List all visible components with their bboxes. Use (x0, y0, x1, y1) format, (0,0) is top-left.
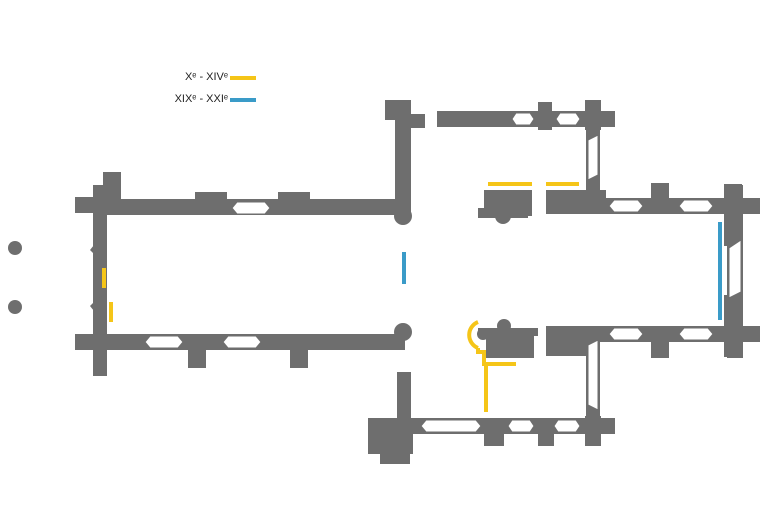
window-north-aisle-2 (555, 112, 581, 126)
choir-south-buttress (651, 340, 669, 358)
choir-north-block (546, 190, 606, 214)
window-east (728, 239, 742, 299)
window-choir-north-2 (678, 199, 714, 213)
crossing-pier-nw (394, 207, 412, 225)
plan-walls (8, 100, 760, 464)
south-buttress-1 (484, 420, 504, 446)
window-choir-north-1 (608, 199, 644, 213)
south-chapel-sill (478, 328, 538, 336)
mark-south-crossing-step (476, 348, 516, 366)
window-nave-south-2 (222, 335, 262, 349)
west-post-lower (8, 300, 22, 314)
period-19th-21st-marks (402, 222, 722, 320)
north-chapel-sill (478, 208, 528, 218)
period-10th-14th-marks (102, 182, 579, 412)
legend: Xᵉ - XIVᵉ XIXᵉ - XXIᵉ (160, 68, 270, 112)
legend-label: XIXᵉ - XXIᵉ (174, 93, 228, 105)
window-north-aisle-1 (511, 112, 535, 126)
crossing-pier-sw (394, 323, 412, 341)
legend-label: Xᵉ - XIVᵉ (184, 71, 228, 83)
west-pier-upper (90, 235, 107, 262)
south-buttress-2 (538, 420, 554, 446)
window-south-aisle-east (587, 339, 599, 411)
north-transept-north-wall (405, 114, 425, 128)
east-buttress-ne (724, 184, 742, 246)
window-north-aisle-east (587, 134, 599, 181)
west-wall (93, 185, 107, 375)
west-tower-south (93, 340, 107, 376)
south-transept-foot (380, 438, 410, 464)
north-transept-west-wall (395, 100, 411, 215)
window-south-aisle-2 (507, 419, 535, 433)
west-post-upper (8, 241, 22, 255)
window-nave-north-1 (231, 201, 271, 215)
window-south-aisle-3 (553, 419, 581, 433)
choir-north-buttress (651, 183, 669, 201)
legend-swatch-blue (230, 98, 256, 102)
west-buttress-nw (75, 197, 107, 213)
mark-south-crossing-arc (467, 320, 479, 350)
window-choir-south-1 (608, 327, 644, 341)
north-buttress-2 (585, 100, 601, 130)
window-south-aisle-1 (420, 419, 482, 433)
west-pier-lower (90, 294, 107, 318)
legend-item-10th-14th: Xᵉ - XIVᵉ (160, 68, 270, 90)
nave-south-buttress-2 (290, 348, 308, 368)
nave-north-buttress-1 (195, 192, 227, 202)
window-choir-south-2 (678, 327, 714, 341)
east-buttress-ne-arm (740, 198, 760, 214)
choir-south-block (546, 326, 586, 356)
legend-item-19th-21st: XIXᵉ - XXIᵉ (160, 90, 270, 112)
nave-south-buttress-1 (188, 348, 206, 368)
nave-north-buttress-2 (278, 192, 310, 202)
plan-windows (144, 112, 742, 433)
north-transept-corner (385, 100, 405, 120)
window-nave-south-1 (144, 335, 184, 349)
north-buttress-1 (538, 102, 552, 130)
legend-swatch-yellow (230, 76, 256, 80)
